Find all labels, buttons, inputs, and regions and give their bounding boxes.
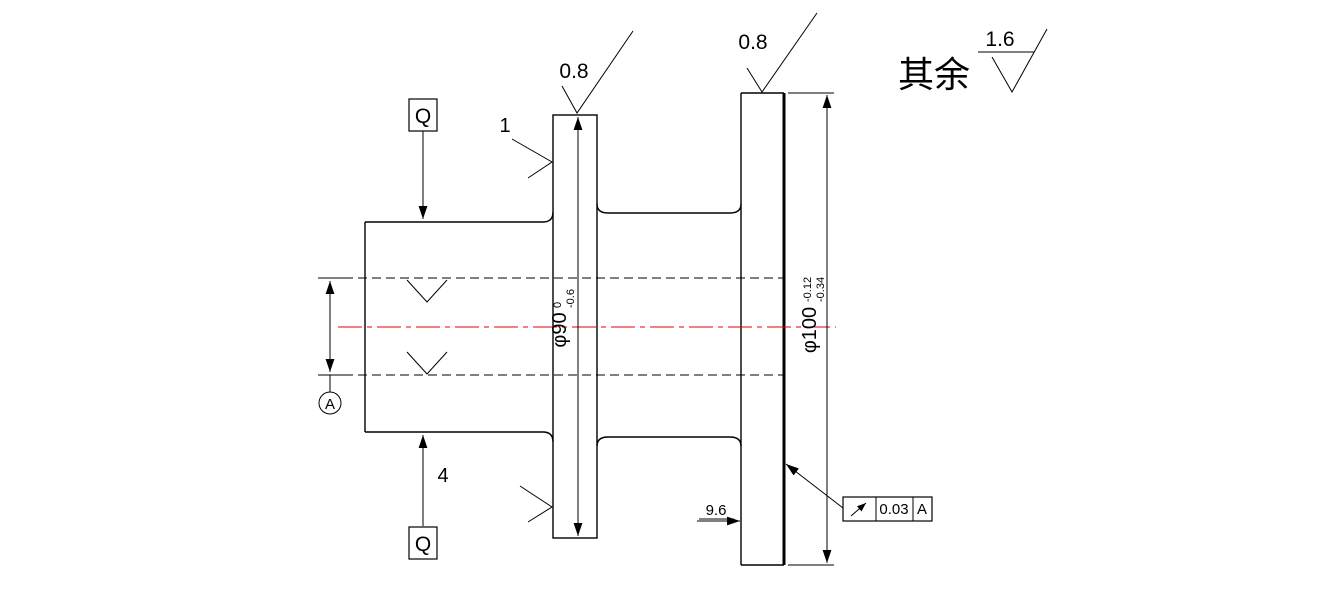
left-body-top-edge (365, 211, 554, 223)
bore-roughness-icon-lower (406, 351, 448, 375)
dimension-phi100-upper-tol: -0.12 (802, 277, 814, 302)
dimension-phi90: φ90 0 -0.6 (549, 117, 583, 536)
dimension-phi90-upper-tol: 0 (552, 302, 564, 308)
part-outline (364, 92, 786, 566)
fcf-tolerance-value: 0.03 (879, 501, 908, 518)
roughness-100-icon (746, 12, 818, 93)
general-roughness-value: 1.6 (985, 28, 1014, 51)
roughness-90-value: 0.8 (559, 60, 588, 83)
dimension-phi100: φ100 -0.12 -0.34 (788, 92, 834, 566)
q-mark-top: Q (408, 98, 438, 219)
mid-section-bottom-edge (596, 436, 742, 447)
roughness-90-icon (561, 30, 634, 114)
feature-control-frame: 0.03 A (785, 463, 933, 522)
fcf-datum-ref: A (917, 501, 927, 518)
fcf-leader-line (785, 463, 844, 509)
mid-section-top-edge (596, 203, 742, 214)
general-roughness-label: 其余 (898, 54, 970, 95)
bore-roughness-icon-upper (406, 279, 448, 303)
depth-label: 4 (437, 465, 448, 487)
roughness-100: 0.8 (738, 12, 818, 93)
q-bottom-label: Q (415, 533, 431, 556)
circular-runout-icon (850, 502, 867, 517)
dimension-phi100-text: φ100 (799, 307, 821, 353)
dimension-thickness-text: 9.6 (706, 502, 727, 519)
chamfer-label: 1 (499, 115, 510, 137)
face-roughness-icon-bottom (519, 485, 553, 523)
dimension-phi90-lower-tol: -0.6 (565, 289, 577, 308)
general-roughness: 其余 1.6 (898, 28, 1048, 95)
roughness-90: 0.8 (559, 30, 634, 114)
datum-label: A (325, 396, 335, 413)
roughness-100-value: 0.8 (738, 31, 767, 54)
left-body-bottom-edge (365, 431, 554, 443)
q-mark-bottom: Q 4 (408, 435, 449, 560)
datum-feature: A (318, 281, 342, 415)
face-roughness-icon-top (511, 138, 553, 179)
dimension-thickness: 9.6 (697, 502, 740, 526)
general-roughness-icon (978, 28, 1048, 94)
q-top-label: Q (415, 105, 431, 128)
dimension-phi90-text: φ90 (549, 312, 571, 347)
chamfer-callout: 1 (499, 115, 553, 179)
datum-circle (318, 391, 342, 415)
dimension-phi100-lower-tol: -0.34 (815, 277, 827, 302)
fcf-box (842, 496, 933, 522)
q-bottom-box (408, 526, 438, 560)
